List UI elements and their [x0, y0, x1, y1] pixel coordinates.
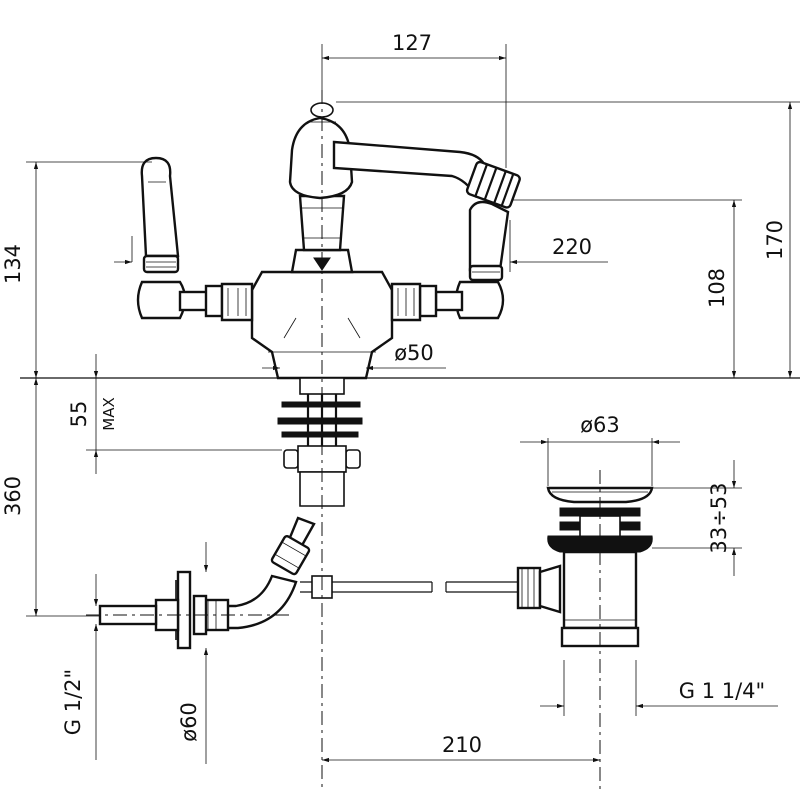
dimension-labels: 127 170 134 220 108 ø50 55 MAX 360 ø63 3…	[1, 31, 787, 757]
dim-max: MAX	[100, 397, 118, 430]
dim-134: 134	[1, 244, 25, 284]
supply-pipe	[98, 516, 316, 650]
left-lever-handle	[136, 156, 254, 322]
centre-lines	[86, 90, 601, 790]
dim-360: 360	[1, 476, 25, 516]
popup-waste	[546, 486, 654, 648]
dim-dia-50: ø50	[394, 341, 434, 365]
dim-220: 220	[552, 235, 592, 259]
dim-g-1-1-4: G 1 1/4"	[679, 679, 765, 703]
dim-dia-60: ø60	[177, 702, 201, 742]
mounting-assembly	[277, 377, 363, 507]
popup-rod	[300, 564, 562, 614]
dim-108: 108	[705, 268, 729, 308]
dim-g-half: G 1/2"	[61, 669, 85, 735]
dim-210: 210	[442, 733, 482, 757]
dim-170: 170	[763, 220, 787, 260]
faucet-spout	[332, 140, 521, 209]
dim-33-53: 33÷53	[707, 482, 731, 553]
dimension-lines	[26, 44, 800, 764]
right-lever-handle	[390, 200, 510, 322]
dim-dia-63: ø63	[580, 413, 620, 437]
dim-55: 55	[67, 401, 91, 428]
dim-127: 127	[392, 31, 432, 55]
